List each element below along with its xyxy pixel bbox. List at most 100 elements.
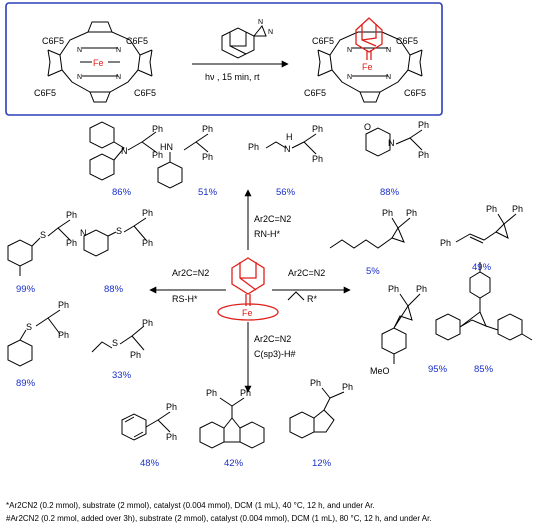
product-benzylamine: Ph H N Ph Ph — [248, 124, 323, 164]
top-reaction-box — [5, 2, 443, 116]
ph-label: Ph — [58, 300, 69, 310]
n-label: N — [386, 74, 391, 81]
yield: 51% — [198, 187, 218, 198]
ph-label: Ph — [166, 432, 177, 442]
o-label: O — [364, 122, 371, 132]
fe-label: Fe — [362, 62, 373, 72]
ph-label: Ph — [440, 238, 451, 248]
yield: 49% — [472, 262, 492, 273]
adamantyl-diazirine: N N — [221, 19, 273, 59]
n-label: N — [258, 19, 263, 26]
s-label: S — [26, 322, 32, 332]
s-label: S — [40, 230, 46, 240]
ph-label: Ph — [486, 204, 497, 214]
yield: 42% — [224, 458, 244, 469]
ph-label: Ph — [142, 238, 153, 248]
fe-carbene-catalyst: Fe — [217, 257, 279, 321]
ph-label: Ph — [152, 124, 163, 134]
branch-right-substrate: R* — [307, 294, 317, 304]
n-label: N — [116, 74, 121, 81]
fe-corrole-reactant: N N N N Fe C6F5 C6F5 C6F5 C6F5 — [34, 21, 156, 103]
yield: 89% — [16, 378, 36, 389]
n-label: N — [386, 47, 391, 54]
fe-carbene-product: N N N N Fe C6F5 C6F5 C6F5 C6F5 — [304, 17, 426, 103]
product-ditolyl-cyclopropane — [435, 262, 533, 341]
n-label: N — [268, 29, 273, 36]
fe-label: Fe — [242, 308, 253, 318]
product-hexyl-cyclopropane: Ph Ph — [329, 208, 417, 249]
reaction-conditions: hν , 15 min, rt — [205, 72, 260, 82]
ph-label: Ph — [202, 152, 213, 162]
ph-label: Ph — [152, 150, 163, 160]
ph-label: Ph — [166, 402, 177, 412]
n-label: N — [347, 74, 352, 81]
branch-up-substrate: RN-H* — [254, 229, 280, 239]
ph-label: Ph — [202, 124, 213, 134]
footnote-slow-addition: #Ar2CN2 (0.2 mmol, added over 3h), subst… — [6, 514, 432, 523]
ph-label: Ph — [66, 238, 77, 248]
product-fluorene: Ph Ph — [199, 388, 265, 449]
yield: 5% — [366, 266, 380, 277]
ph-label: Ph — [240, 388, 251, 398]
c6f5-label: C6F5 — [134, 88, 156, 98]
product-phenyl-thioether: S Ph Ph — [7, 300, 69, 367]
yield: 86% — [112, 187, 132, 198]
yield: 95% — [428, 364, 448, 375]
ph-label: Ph — [416, 284, 427, 294]
product-ethyl-thioether: S Ph Ph — [91, 318, 153, 360]
ph-label: Ph — [418, 120, 429, 130]
c6f5-label: C6F5 — [304, 88, 326, 98]
branch-down-reagent: Ar2C=N2 — [254, 334, 291, 344]
n-label: N — [121, 146, 128, 156]
yield: 12% — [312, 458, 332, 469]
product-indane: Ph Ph — [289, 378, 353, 439]
yield: 88% — [380, 187, 400, 198]
product-aniline: HN Ph Ph — [157, 124, 213, 189]
ph-label: Ph — [312, 154, 323, 164]
yield: 48% — [140, 458, 160, 469]
ph-label: Ph — [142, 208, 153, 218]
branch-left-substrate: RS-H* — [172, 294, 198, 304]
branch-down-substrate: C(sp3)-H# — [254, 349, 296, 359]
ph-label: Ph — [406, 208, 417, 218]
c6f5-label: C6F5 — [312, 36, 334, 46]
branch-left-reagent: Ar2C=N2 — [172, 268, 209, 278]
n-label: N — [77, 74, 82, 81]
product-morpholine: O N Ph Ph — [364, 120, 429, 160]
product-pyridyl-thioether: N S Ph Ph — [80, 208, 153, 257]
s-label: S — [112, 338, 118, 348]
yield: 85% — [474, 364, 494, 375]
c6f5-label: C6F5 — [34, 88, 56, 98]
alkene-sketch — [287, 291, 305, 301]
ph-label: Ph — [142, 318, 153, 328]
ph-label: Ph — [130, 350, 141, 360]
footnote-standard: *Ar2CN2 (0.2 mmol), substrate (2 mmol), … — [6, 501, 375, 510]
n-label: N — [347, 47, 352, 54]
n-label: N — [80, 228, 87, 238]
n-label: N — [77, 47, 82, 54]
ph-label: Ph — [206, 388, 217, 398]
ph-label: Ph — [418, 150, 429, 160]
ph-label: Ph — [512, 204, 523, 214]
hn-label: HN — [160, 142, 173, 152]
c6f5-label: C6F5 — [404, 88, 426, 98]
s-label: S — [116, 226, 122, 236]
yield: 56% — [276, 187, 296, 198]
c6f5-label: C6F5 — [42, 36, 64, 46]
yield: 88% — [104, 284, 124, 295]
n-label: N — [284, 144, 291, 154]
fe-label: Fe — [93, 58, 104, 68]
n-label: N — [388, 138, 395, 148]
meo-label: MeO — [370, 366, 390, 376]
product-vinyl-cyclopropane: Ph Ph Ph — [440, 204, 523, 248]
h-label: H — [286, 132, 293, 142]
c6f5-label: C6F5 — [126, 36, 148, 46]
n-label: N — [116, 47, 121, 54]
branch-right-reagent: Ar2C=N2 — [288, 268, 325, 278]
ph-label: Ph — [312, 124, 323, 134]
branch-up-reagent: Ar2C=N2 — [254, 214, 291, 224]
ph-label: Ph — [382, 208, 393, 218]
ph-label: Ph — [58, 330, 69, 340]
c6f5-label: C6F5 — [396, 36, 418, 46]
